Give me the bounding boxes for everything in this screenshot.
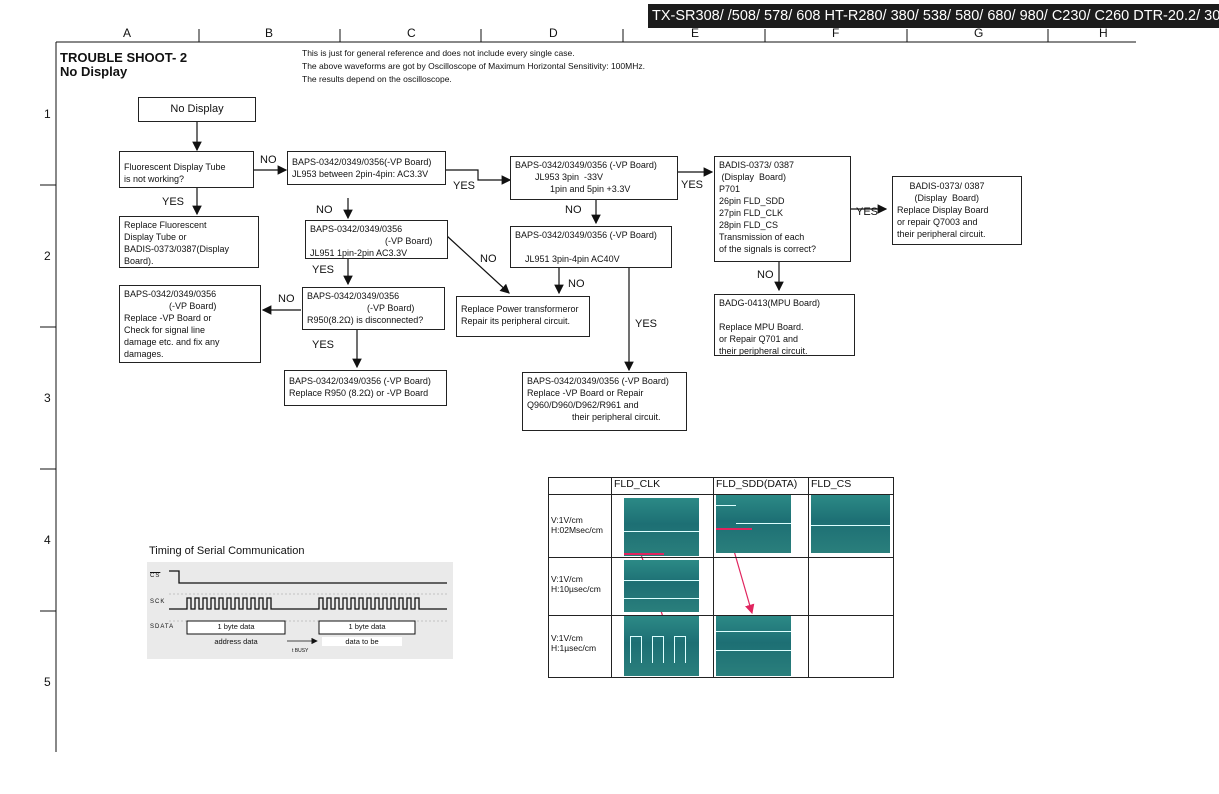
- replace-power-transformer-box: Replace Power transformeror Repair its p…: [456, 296, 590, 337]
- no-label: NO: [757, 269, 774, 281]
- q-fluorescent-box: Fluorescent Display Tube is not working?: [119, 151, 254, 188]
- scope-header-clk: FLD_CLK: [611, 477, 714, 495]
- scope-table: FLD_CLK FLD_SDD(DATA) FLD_CS V:1V/cm H:0…: [548, 477, 894, 678]
- replace-fluorescent-box: Replace Fluorescent Display Tube or BADI…: [119, 216, 259, 268]
- check-jl951-box: BAPS-0342/0349/0356 (-VP Board) JL951 1p…: [305, 220, 448, 259]
- timing-title: Timing of Serial Communication: [149, 545, 305, 557]
- check-r950-box: BAPS-0342/0349/0356 (-VP Board) R950(8.2…: [302, 287, 445, 330]
- scope-clk-3: [624, 616, 699, 676]
- column-label-h: H: [1099, 26, 1108, 40]
- column-label-b: B: [265, 26, 274, 40]
- row-label-2: 2: [44, 249, 51, 263]
- row-label-1: 1: [44, 107, 51, 121]
- yes-label: YES: [856, 206, 879, 218]
- page-subtitle: No Display: [60, 64, 128, 79]
- check-jl953-dc-box: BAPS-0342/0349/0356 (-VP Board) JL953 3p…: [510, 156, 678, 200]
- yes-label: YES: [635, 318, 658, 330]
- note-line-3: The results depend on the oscilloscope.: [302, 74, 452, 84]
- yes-label: YES: [681, 179, 704, 191]
- check-jl953-ac-box: BAPS-0342/0349/0356(-VP Board) JL953 bet…: [287, 151, 446, 185]
- yes-label: YES: [453, 180, 476, 192]
- byte2-label: 1 byte data: [348, 622, 386, 631]
- scope-setting-3: V:1V/cm H:1µsec/cm: [548, 615, 612, 678]
- column-label-a: A: [123, 26, 132, 40]
- row-label-4: 4: [44, 533, 51, 547]
- no-label: NO: [278, 293, 295, 305]
- model-header: TX-SR308/ /508/ 578/ 608 HT-R280/ 380/ 5…: [648, 4, 1219, 28]
- column-label-f: F: [832, 26, 840, 40]
- no-label: NO: [480, 253, 497, 265]
- no-label: NO: [565, 204, 582, 216]
- scope-setting-1: V:1V/cm H:02Msec/cm: [548, 494, 612, 558]
- column-label-d: D: [549, 26, 558, 40]
- page-title: TROUBLE SHOOT- 2: [60, 50, 188, 65]
- replace-mpu-box: BADG-0413(MPU Board) Replace MPU Board. …: [714, 294, 855, 356]
- scope-header-blank: [548, 477, 612, 495]
- sck-signal-label: SCK: [150, 599, 166, 605]
- check-jl951-ac40-box: BAPS-0342/0349/0356 (-VP Board) JL951 3p…: [510, 226, 672, 268]
- no-label: NO: [316, 204, 333, 216]
- note-line-2: The above waveforms are got by Oscillosc…: [302, 61, 645, 71]
- row-label-5: 5: [44, 675, 51, 689]
- note-line-1: This is just for general reference and d…: [302, 48, 575, 58]
- cs-signal-label: CS: [150, 573, 161, 579]
- yes-label: YES: [312, 339, 335, 351]
- column-label-c: C: [407, 26, 416, 40]
- replace-r950-box: BAPS-0342/0349/0356 (-VP Board) Replace …: [284, 370, 447, 406]
- column-label-g: G: [974, 26, 984, 40]
- column-label-e: E: [691, 26, 700, 40]
- no-label: NO: [568, 278, 585, 290]
- replace-vp-check-box: BAPS-0342/0349/0356 (-VP Board) Replace …: [119, 285, 261, 363]
- replace-display-board-box: BADIS-0373/ 0387 (Display Board) Replace…: [892, 176, 1022, 245]
- scope-clk-1: [624, 498, 699, 556]
- scope-clk-2: [624, 560, 699, 612]
- address-data-label: address data: [214, 637, 258, 646]
- data-to-be-label: data to be: [322, 637, 402, 646]
- busy-label: t BUSY: [292, 648, 309, 654]
- check-display-signals-box: BADIS-0373/ 0387 (Display Board) P701 26…: [714, 156, 851, 262]
- scope-setting-2: V:1V/cm H:10µsec/cm: [548, 557, 612, 616]
- row-label-3: 3: [44, 391, 51, 405]
- byte1-label: 1 byte data: [217, 622, 255, 631]
- no-label: NO: [260, 154, 277, 166]
- scope-header-cs: FLD_CS: [808, 477, 894, 495]
- scope-cs-1: [811, 495, 890, 553]
- scope-sdd-3: [716, 616, 791, 676]
- yes-label: YES: [162, 196, 185, 208]
- replace-vp-q960-box: BAPS-0342/0349/0356 (-VP Board) Replace …: [522, 372, 687, 431]
- timing-diagram: CS SCK SDATA 1 byte data 1 byte data add…: [147, 562, 453, 659]
- scope-header-sdd: FLD_SDD(DATA): [713, 477, 809, 495]
- yes-label: YES: [312, 264, 335, 276]
- sdata-signal-label: SDATA: [150, 624, 175, 630]
- timing-waveforms: [169, 570, 447, 645]
- scope-sdd-1: [716, 495, 791, 553]
- start-box: No Display: [138, 97, 256, 122]
